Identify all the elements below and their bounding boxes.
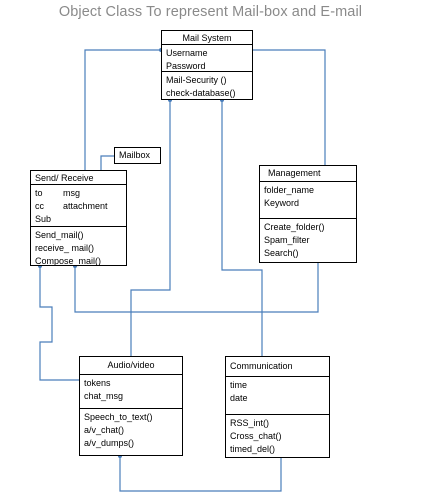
connector-mailsystem-sendreceive: [84, 49, 161, 170]
attributes: to msg cc attachment Sub: [31, 185, 126, 227]
methods: Mail-Security () check-database(): [162, 72, 252, 102]
method: receive_ mail(): [35, 243, 95, 253]
connector-sendreceive-management: [74, 263, 319, 313]
mailbox-note: Mailbox: [114, 147, 161, 164]
method: RSS_int(): [230, 418, 270, 428]
connector-note-sendreceive: [100, 155, 114, 170]
method: timed_del(): [230, 444, 276, 454]
connector-mailsystem-communication: [221, 100, 263, 356]
class-name: Management: [260, 166, 356, 182]
methods: Create_folder() Spam_filter Search(): [260, 219, 356, 262]
connector-sendreceive-audiovideo: [39, 266, 79, 381]
method: a/v_chat(): [84, 425, 125, 435]
attribute: to: [35, 188, 43, 198]
class-management: Management folder_name Keyword Create_fo…: [259, 165, 357, 263]
methods: Send_mail() receive_ mail() Compose_mail…: [31, 227, 126, 270]
class-name: Communication: [226, 357, 329, 377]
class-send-receive: Send/ Receive to msg cc attachment Sub S…: [30, 170, 127, 266]
attribute: folder_name: [264, 185, 315, 195]
method: a/v_dumps(): [84, 438, 135, 448]
attribute: Password: [166, 61, 206, 71]
attributes: Username Password: [162, 45, 252, 72]
methods: RSS_int() Cross_chat() timed_del(): [226, 415, 329, 458]
connector-mailsystem-audiovideo: [130, 100, 171, 356]
method: Mail-Security (): [166, 75, 227, 85]
attribute: Keyword: [264, 198, 300, 208]
attribute: msg: [63, 188, 81, 198]
method: Speech_to_text(): [84, 412, 153, 422]
attribute: time: [230, 380, 248, 390]
method: Spam_filter: [264, 235, 310, 245]
method: Cross_chat(): [230, 431, 282, 441]
method: Search(): [264, 248, 299, 258]
connector-mailsystem-management: [253, 49, 326, 165]
attributes: time date: [226, 377, 329, 415]
class-communication: Communication time date RSS_int() Cross_…: [225, 356, 330, 458]
attribute: attachment: [63, 201, 108, 211]
method: check-database(): [166, 88, 236, 98]
attributes: tokens chat_msg: [80, 375, 182, 409]
class-name: Mail System: [162, 31, 252, 45]
class-name: Audio/video: [80, 357, 182, 375]
attribute: cc: [35, 201, 44, 211]
diagram-title: Object Class To represent Mail-box and E…: [58, 4, 363, 20]
method: Send_mail(): [35, 230, 84, 240]
attribute: Sub: [35, 214, 52, 224]
class-audio-video: Audio/video tokens chat_msg Speech_to_te…: [79, 356, 183, 456]
methods: Speech_to_text() a/v_chat() a/v_dumps(): [80, 409, 182, 452]
connector-audiovideo-communication: [119, 456, 282, 492]
attribute: date: [230, 393, 248, 403]
class-mail-system: Mail System Username Password Mail-Secur…: [161, 30, 253, 100]
attribute: chat_msg: [84, 391, 124, 401]
method: Compose_mail(): [35, 256, 102, 266]
class-name: Send/ Receive: [31, 171, 126, 185]
attributes: folder_name Keyword: [260, 182, 356, 219]
method: Create_folder(): [264, 222, 325, 232]
attribute: Username: [166, 48, 208, 58]
attribute: tokens: [84, 378, 111, 388]
